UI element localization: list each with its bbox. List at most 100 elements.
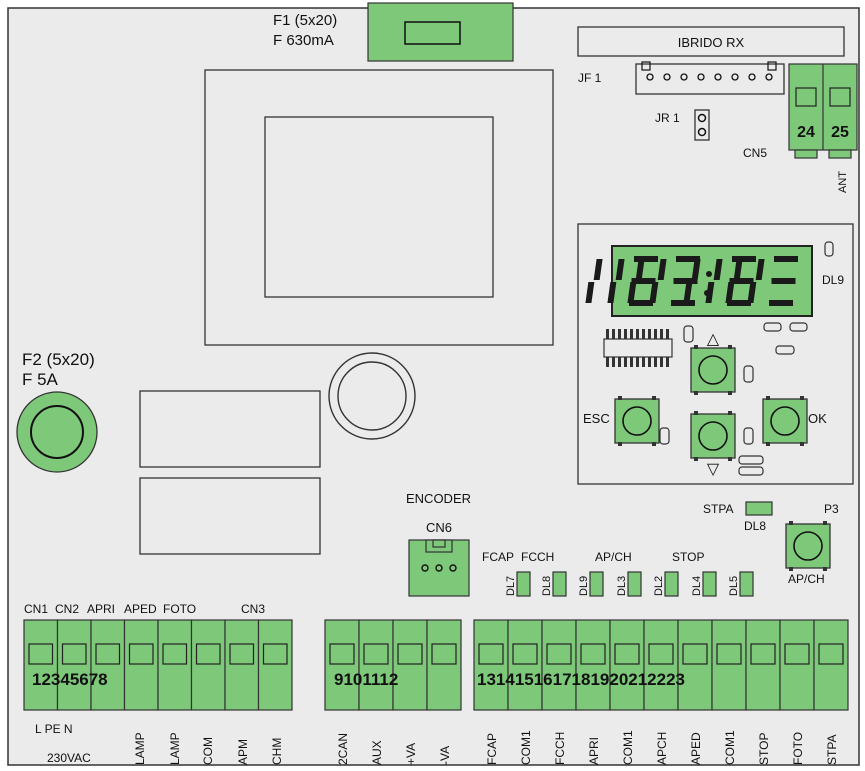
terminal-screw — [195, 643, 221, 665]
terminal-label: +VA — [404, 743, 418, 765]
chip-pin — [636, 329, 639, 339]
cn2-label: CN2 — [55, 602, 79, 616]
digit-segment — [657, 259, 667, 280]
status-led — [552, 571, 567, 597]
chip-pin — [606, 357, 609, 367]
cn5-label: CN5 — [743, 146, 767, 160]
fuse-f2-label-2: F 5A — [22, 370, 59, 389]
digit-segment — [615, 259, 625, 280]
cn6-label: CN6 — [426, 520, 452, 535]
chip-pin — [654, 329, 657, 339]
terminal-screw — [784, 643, 810, 665]
jf1-pin — [765, 73, 773, 81]
terminal-screw — [614, 643, 640, 665]
jf1-pin — [697, 73, 705, 81]
chip-pin — [630, 357, 633, 367]
apri-top-label: APRI — [87, 602, 115, 616]
terminal-screw — [61, 643, 87, 665]
terminal-cell — [23, 619, 59, 711]
ok-button[interactable] — [762, 396, 808, 446]
terminal-block-cn5 — [788, 63, 858, 159]
terminal-cell — [157, 619, 193, 711]
digit-segment — [725, 282, 735, 303]
terminal-25-label: 25 — [831, 124, 849, 141]
terminal-label: 2CAN — [336, 733, 350, 765]
digit-segment — [593, 259, 603, 280]
status-led — [664, 571, 679, 597]
chip-pin — [606, 329, 609, 339]
status-led — [739, 571, 754, 597]
status-led-label: DL4 — [691, 576, 703, 596]
terminal-screw — [431, 643, 457, 665]
chip-pin — [612, 357, 615, 367]
led-group-apch: AP/CH — [595, 550, 632, 564]
terminal-label: FCCH — [553, 732, 567, 765]
chip-pin — [654, 357, 657, 367]
dl8-label: DL8 — [744, 519, 766, 533]
terminal-cell — [224, 619, 260, 711]
up-button[interactable] — [690, 345, 736, 395]
terminal-cell — [324, 619, 360, 711]
chip-pin — [624, 329, 627, 339]
digit-segment — [713, 259, 723, 280]
digit-segment — [691, 259, 701, 280]
terminal-screw — [262, 643, 288, 665]
jf1-pin — [680, 73, 688, 81]
ibrido-rx-module — [577, 26, 845, 57]
digit-segment — [673, 278, 698, 284]
digit-segment — [585, 282, 595, 303]
status-led-label: DL2 — [653, 576, 665, 596]
status-led-label: DL9 — [578, 576, 590, 596]
display-readout: 88:88 — [711, 293, 714, 295]
p3-button[interactable] — [785, 521, 831, 571]
up-arrow-icon: △ — [707, 331, 720, 348]
terminal-screw — [682, 643, 708, 665]
capacitor — [328, 352, 416, 440]
jf1-key — [641, 61, 651, 71]
terminal-label: LAMP — [168, 732, 182, 765]
terminal-cell — [643, 619, 679, 711]
display-panel — [577, 223, 854, 485]
chip-pin — [642, 357, 645, 367]
jf1-pin — [646, 73, 654, 81]
digit-segment — [733, 259, 743, 280]
chip-pin — [612, 329, 615, 339]
digit-segment — [631, 278, 656, 284]
p3-function-label: AP/CH — [788, 572, 825, 586]
fuse-f2-label-1: F2 (5x20) — [22, 350, 95, 369]
terminal-label: FCAP — [485, 733, 499, 765]
digit-segment — [747, 282, 757, 303]
terminal-label: COM — [201, 737, 215, 765]
jf1-pin — [714, 73, 722, 81]
terminal-cell — [358, 619, 394, 711]
terminal-screw — [716, 643, 742, 665]
terminal-cell — [507, 619, 543, 711]
status-led — [589, 571, 604, 597]
terminal-block-inputs — [473, 619, 849, 711]
stpa-label: STPA — [703, 502, 733, 516]
down-button[interactable] — [690, 411, 736, 461]
terminal-cell — [123, 619, 159, 711]
chip-pin — [660, 357, 663, 367]
terminal-screw — [546, 643, 572, 665]
terminal-screw — [648, 643, 674, 665]
digit-segment — [732, 256, 756, 262]
jf1-label: JF 1 — [578, 71, 602, 85]
colon-dot — [704, 290, 710, 296]
chip-pin — [648, 329, 651, 339]
terminal-cell — [426, 619, 462, 711]
terminal-screw — [580, 643, 606, 665]
terminal-label: APRI — [587, 737, 601, 765]
terminal-label: STOP — [757, 733, 771, 765]
led-dl9 — [824, 241, 834, 257]
cn3-label: CN3 — [241, 602, 265, 616]
terminal-label: L PE N — [35, 722, 73, 736]
ok-label: OK — [808, 411, 827, 426]
terminal-label: COM1 — [621, 730, 635, 765]
terminal-block-cn1-cn3 — [23, 619, 293, 711]
status-led-label: DL3 — [616, 576, 628, 596]
terminal-label: APCH — [655, 732, 669, 765]
digit-segment — [769, 300, 793, 306]
esc-button[interactable] — [614, 396, 660, 446]
status-led — [516, 571, 531, 597]
